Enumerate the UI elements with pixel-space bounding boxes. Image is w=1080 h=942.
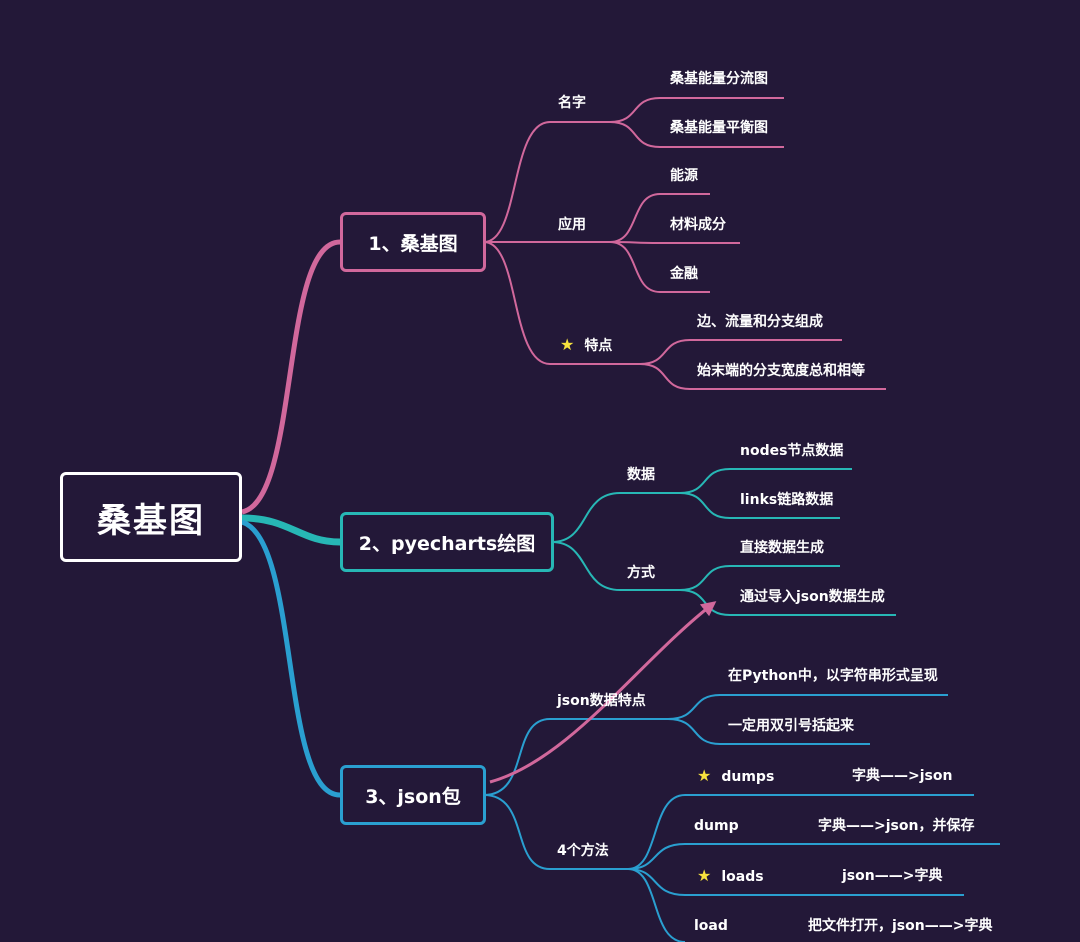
- root-node[interactable]: 桑基图: [60, 472, 242, 562]
- node-props[interactable]: json数据特点: [557, 693, 646, 709]
- relation-arrow: [489, 601, 717, 784]
- node-props-1[interactable]: 在Python中，以字符串形式呈现: [728, 668, 938, 684]
- connector-data-2: [679, 492, 731, 519]
- connector-root-b2: [241, 514, 341, 546]
- star-icon: ★: [697, 766, 712, 785]
- connector-methods-2: [627, 843, 686, 870]
- node-name[interactable]: 名字: [558, 95, 586, 111]
- connector-b3-props: [483, 718, 551, 796]
- node-usage-3[interactable]: 金融: [670, 266, 698, 282]
- node-method[interactable]: 方式: [627, 565, 655, 581]
- node-usage-1[interactable]: 能源: [670, 168, 698, 184]
- connector-b3-methods: [483, 794, 551, 870]
- method-name: loads: [721, 869, 764, 885]
- connector-b1-features: [483, 241, 551, 365]
- method-desc: 把文件打开，json——>字典: [808, 918, 993, 934]
- connector-root-b1: [241, 239, 341, 515]
- branch-node-1[interactable]: 1、桑基图: [340, 212, 486, 272]
- connector-name-2: [609, 121, 661, 148]
- method-name: dump: [694, 818, 739, 834]
- connector-props-1: [667, 694, 721, 720]
- method-name: load: [694, 918, 728, 934]
- node-features-1[interactable]: 边、流量和分支组成: [697, 314, 823, 330]
- branch-3-label: 3、json包: [365, 785, 461, 808]
- connector-b1-name: [483, 121, 551, 243]
- method-desc: 字典——>json，并保存: [818, 818, 975, 834]
- connector-features-2: [639, 363, 691, 390]
- node-usage-2[interactable]: 材料成分: [670, 217, 726, 233]
- node-features[interactable]: ★ 特点: [560, 336, 612, 355]
- branch-1-label: 1、桑基图: [368, 232, 458, 255]
- connector-usage-2: [609, 241, 661, 244]
- method-item[interactable]: dump: [694, 817, 739, 835]
- node-name-2[interactable]: 桑基能量平衡图: [670, 120, 768, 136]
- root-label: 桑基图: [97, 500, 205, 541]
- node-method-2[interactable]: 通过导入json数据生成: [740, 589, 885, 605]
- node-data[interactable]: 数据: [627, 467, 655, 483]
- connector-b2-method: [551, 541, 621, 591]
- connector-method-1: [679, 565, 731, 591]
- node-method-1[interactable]: 直接数据生成: [740, 540, 824, 556]
- star-icon: ★: [560, 335, 575, 354]
- method-item[interactable]: ★ dumps: [697, 767, 774, 786]
- connector-name-1: [609, 97, 661, 123]
- connector-usage-1: [609, 193, 661, 243]
- node-features-label: 特点: [584, 338, 613, 354]
- method-desc: json——>字典: [842, 868, 943, 884]
- connector-methods-1: [627, 794, 686, 870]
- branch-node-3[interactable]: 3、json包: [340, 765, 486, 825]
- connector-data-1: [679, 468, 731, 494]
- method-item[interactable]: load: [694, 917, 728, 935]
- node-methods[interactable]: 4个方法: [557, 843, 609, 859]
- node-data-1[interactable]: nodes节点数据: [740, 443, 844, 459]
- connector-methods-4: [627, 868, 686, 942]
- node-name-1[interactable]: 桑基能量分流图: [670, 71, 768, 87]
- connector-root-b3: [240, 519, 341, 798]
- connector-usage-3: [609, 241, 661, 293]
- connector-methods-3: [627, 868, 686, 896]
- connector-features-1: [639, 339, 691, 365]
- branch-node-2[interactable]: 2、pyecharts绘图: [340, 512, 554, 572]
- method-desc: 字典——>json: [852, 768, 953, 784]
- node-usage[interactable]: 应用: [558, 217, 586, 233]
- star-icon: ★: [697, 866, 712, 885]
- node-features-2[interactable]: 始末端的分支宽度总和相等: [697, 363, 865, 379]
- method-name: dumps: [721, 769, 775, 785]
- node-data-2[interactable]: links链路数据: [740, 492, 834, 508]
- connector-props-2: [667, 718, 721, 745]
- connector-b2-data: [551, 492, 621, 543]
- method-item[interactable]: ★ loads: [697, 867, 764, 886]
- branch-2-label: 2、pyecharts绘图: [358, 532, 536, 555]
- node-props-2[interactable]: 一定用双引号括起来: [728, 718, 854, 734]
